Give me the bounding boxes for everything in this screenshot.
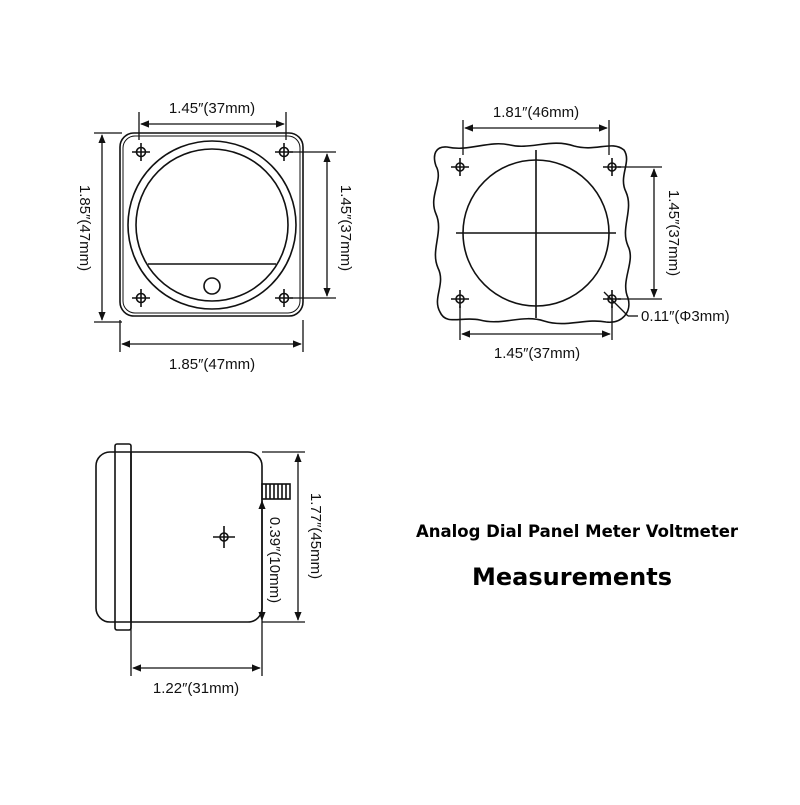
front-right-dimension: 1.45″(37mm) — [337, 185, 354, 271]
cutout-view — [432, 142, 632, 325]
front-view — [119, 132, 304, 317]
terminal-offset-dimension: 0.39″(10mm) — [266, 517, 283, 603]
front-panel-inner-outline — [122, 135, 301, 314]
front-top-dimension: 1.45″(37mm) — [169, 100, 255, 117]
cutout-top-dimension: 1.81″(46mm) — [493, 104, 579, 121]
front-bottom-dimension: 1.85″(47mm) — [169, 356, 255, 373]
front-left-dimension: 1.85″(47mm) — [76, 185, 93, 271]
side-mount-marker — [213, 526, 235, 548]
front-panel-outline — [119, 132, 304, 317]
mount-hole-top-left — [132, 143, 150, 161]
cutout-bottom-dimension: 1.45″(37mm) — [494, 345, 580, 362]
hole-leader-line — [603, 291, 629, 317]
cutout-hole-bottom-left — [451, 290, 469, 308]
side-depth-dimension: 1.22″(31mm) — [153, 680, 239, 697]
side-bezel — [114, 443, 132, 631]
zero-adjust-screw — [203, 277, 221, 295]
terminal-stud — [261, 483, 291, 500]
dial-window-outer — [127, 140, 297, 310]
hole-diameter-dimension: 0.11″(Φ3mm) — [641, 308, 730, 325]
product-title: Analog Dial Panel Meter Voltmeter — [415, 522, 739, 541]
cutout-right-dimension: 1.45″(37mm) — [665, 190, 682, 276]
mount-hole-bottom-left — [132, 289, 150, 307]
side-height-dimension: 1.77″(45mm) — [307, 493, 324, 579]
side-body — [95, 451, 263, 623]
measurements-heading: Measurements — [472, 563, 672, 591]
panel-cutout-outline — [432, 142, 632, 325]
dial-window-inner — [135, 148, 289, 302]
side-view — [95, 443, 291, 631]
cutout-hole-top-left — [451, 158, 469, 176]
